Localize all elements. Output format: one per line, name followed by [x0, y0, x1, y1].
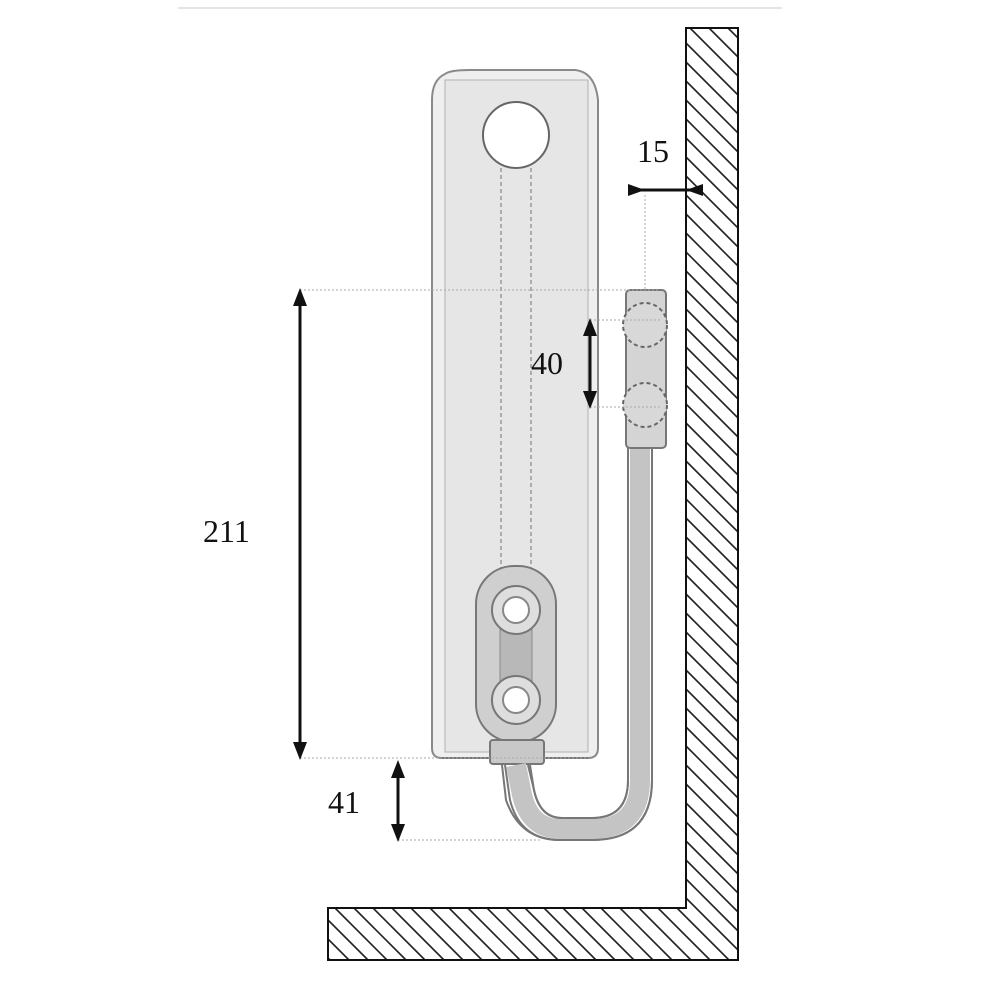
- hatch-line: [685, 61, 739, 115]
- hatch-line: [685, 308, 739, 362]
- hatch-line: [685, 669, 739, 723]
- hatch-line: [685, 156, 739, 210]
- hatch-line: [391, 907, 445, 961]
- hatch-line: [327, 938, 350, 961]
- hatch-line: [685, 270, 739, 324]
- hatch-line: [685, 916, 730, 961]
- hatch-line: [685, 878, 739, 932]
- dim-label-211: 211: [203, 513, 250, 549]
- hatch-line: [685, 783, 739, 837]
- top-opening-circle: [482, 101, 550, 169]
- hatch-line: [685, 327, 739, 381]
- hatch-line: [685, 764, 739, 818]
- hatch-line: [410, 907, 464, 961]
- hatch-line: [685, 859, 739, 913]
- hatch-line: [327, 919, 369, 961]
- hatch-line: [685, 194, 739, 248]
- hatch-line: [685, 365, 739, 419]
- hatch-line: [685, 707, 739, 761]
- hatch-line: [685, 422, 739, 476]
- hatch-line: [685, 498, 739, 552]
- hatch-line: [689, 27, 739, 77]
- wall-floor-outline: [327, 27, 739, 961]
- dimension-arrows: [293, 184, 703, 842]
- hatch-line: [334, 907, 388, 961]
- hatch-line: [685, 137, 739, 191]
- connection-port-lower: [622, 382, 668, 428]
- hatch-line: [708, 27, 739, 58]
- hatch-line: [685, 726, 739, 780]
- hatch-line: [467, 907, 521, 961]
- hatch-line: [685, 802, 739, 856]
- hatch-line: [685, 232, 739, 286]
- hatch-line: [685, 574, 739, 628]
- hatch-line: [448, 907, 502, 961]
- hatch-line: [685, 175, 739, 229]
- hatch-line: [685, 118, 739, 172]
- hatch-line: [505, 907, 559, 961]
- hatch-line: [685, 289, 739, 343]
- hatch-line: [685, 821, 739, 875]
- hatch-line: [524, 907, 578, 961]
- hatch-line: [685, 42, 739, 96]
- hatch-line: [486, 907, 540, 961]
- hatch-line: [353, 907, 407, 961]
- hatch-line: [685, 403, 739, 457]
- hatch-line: [685, 555, 739, 609]
- hatch-line: [685, 745, 739, 799]
- hatch-line: [685, 384, 739, 438]
- dim-label-41: 41: [328, 784, 360, 820]
- hatch-line: [685, 897, 739, 951]
- hatch-line: [685, 631, 739, 685]
- hatch-line: [581, 907, 635, 961]
- bottom-valve-fitting: [475, 565, 557, 765]
- hatch-line: [676, 907, 687, 918]
- hatch-line: [638, 907, 687, 956]
- hatch-line: [685, 593, 739, 647]
- hatch-line: [727, 27, 739, 39]
- connection-pipe: [506, 440, 650, 839]
- dim-label-15: 15: [637, 133, 669, 169]
- hatch-line: [685, 251, 739, 305]
- hatch-line: [685, 517, 739, 571]
- hatch-line: [685, 840, 739, 894]
- hatch-line: [685, 650, 739, 704]
- hatch-line: [372, 907, 426, 961]
- hatch-line: [429, 907, 483, 961]
- hatch-line: [685, 460, 739, 514]
- wall-and-floor-hatching: [327, 27, 739, 961]
- connection-port-upper: [622, 302, 668, 348]
- hatch-line: [543, 907, 597, 961]
- hatch-line: [685, 688, 739, 742]
- hatch-line: [619, 907, 673, 961]
- hatch-line: [685, 346, 739, 400]
- hatch-line: [685, 612, 739, 666]
- reference-lines: [300, 195, 660, 841]
- hatch-line: [685, 536, 739, 590]
- hatch-line: [685, 80, 739, 134]
- hatch-line: [657, 907, 687, 937]
- hatch-line: [685, 479, 739, 533]
- hatch-line: [685, 935, 711, 961]
- hatch-line: [600, 907, 654, 961]
- dim-label-40: 40: [531, 345, 563, 381]
- wall-connection-block: [622, 289, 668, 449]
- hatch-line: [685, 441, 739, 495]
- hatch-line: [562, 907, 616, 961]
- hatch-line: [685, 99, 739, 153]
- hatch-line: [685, 213, 739, 267]
